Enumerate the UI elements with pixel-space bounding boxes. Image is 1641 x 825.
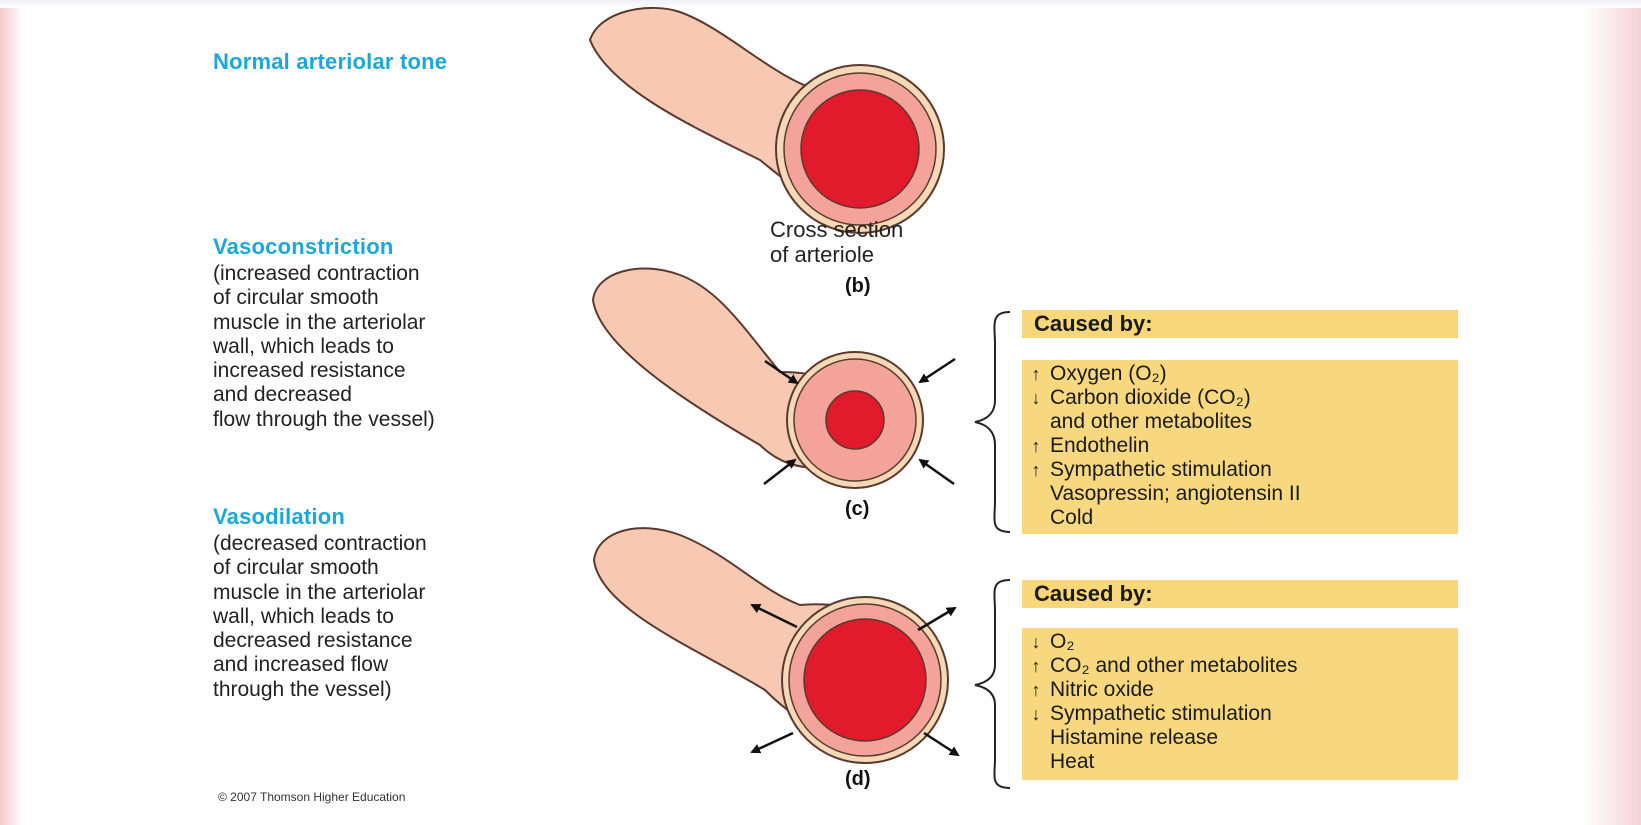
constriction-causes-title: Caused by: [1022,310,1458,338]
cause-text: Histamine release [1050,726,1218,750]
cause-direction-arrow: ↑ [1022,458,1050,482]
cause-text: CO₂ and other metabolites [1050,654,1297,678]
dilation-cause-item: ↓Sympathetic stimulation [1022,702,1272,726]
constricted-arteriole [593,268,955,488]
constriction-cause-item: Vasopressin; angiotensin II [1022,482,1301,506]
dilation-cause-item: Histamine release [1022,726,1218,750]
cause-text: Oxygen (O₂) [1050,362,1167,386]
inward-arrow-icon [920,359,955,382]
cause-text: Cold [1050,506,1093,530]
cause-text: Vasopressin; angiotensin II [1050,482,1301,506]
constriction-cause-item: ↓Carbon dioxide (CO₂) [1022,386,1251,410]
outward-arrow-icon [752,733,793,752]
copyright-notice: © 2007 Thomson Higher Education [218,790,405,804]
constriction-cause-item: Cold [1022,506,1093,530]
dilation-cause-item: ↓O₂ [1022,630,1075,654]
constriction-causes-box: ↑Oxygen (O₂) ↓Carbon dioxide (CO₂) and o… [1022,360,1458,534]
dilated-arteriole [594,528,958,763]
cause-text: Heat [1050,750,1094,774]
constriction-cause-item: and other metabolites [1022,410,1252,434]
cause-direction-arrow: ↓ [1022,630,1050,654]
cause-direction-arrow: ↑ [1022,434,1050,458]
cause-text: Sympathetic stimulation [1050,458,1272,482]
outward-arrow-icon [924,733,958,755]
constriction-cause-item: ↑Oxygen (O₂) [1022,362,1167,386]
cause-text: Sympathetic stimulation [1050,702,1272,726]
brace-icon [975,580,1010,788]
cross-section-caption: Cross section of arteriole [770,217,903,267]
normal-tone-heading: Normal arteriolar tone [213,49,447,75]
brace-icon [975,312,1010,532]
dilation-causes-box: ↓O₂ ↑CO₂ and other metabolites ↑Nitric o… [1022,628,1458,780]
constriction-cause-item: ↑Sympathetic stimulation [1022,458,1272,482]
vasoconstriction-heading: Vasoconstriction [213,234,393,260]
cause-text: Carbon dioxide (CO₂) [1050,386,1251,410]
vasodilation-heading: Vasodilation [213,504,345,530]
vasodilation-description: (decreased contraction of circular smoot… [213,532,427,702]
cause-direction-arrow: ↑ [1022,362,1050,386]
cause-text: Nitric oxide [1050,678,1154,702]
outward-arrow-icon [918,608,955,630]
dilated-lumen [804,619,926,741]
cause-direction-arrow: ↓ [1022,386,1050,410]
cause-text: O₂ [1050,630,1075,654]
inward-arrow-icon [764,460,795,484]
cause-text: and other metabolites [1050,410,1252,434]
cause-direction-arrow: ↑ [1022,654,1050,678]
normal-arteriole [590,8,944,233]
figure-label-b: (b) [845,275,871,298]
dilation-cause-item: ↑Nitric oxide [1022,678,1154,702]
inward-arrow-icon [920,460,954,484]
constriction-cause-item: ↑Endothelin [1022,434,1149,458]
cause-direction-arrow: ↓ [1022,702,1050,726]
figure-label-c: (c) [845,498,869,521]
dilation-cause-item: ↑CO₂ and other metabolites [1022,654,1297,678]
dilation-causes-title: Caused by: [1022,580,1458,608]
cause-direction-arrow: ↑ [1022,678,1050,702]
normal-lumen [801,90,919,208]
dilation-cause-item: Heat [1022,750,1094,774]
cause-text: Endothelin [1050,434,1149,458]
figure-label-d: (d) [845,768,871,791]
constricted-lumen [826,391,884,449]
vasoconstriction-description: (increased contraction of circular smoot… [213,262,435,432]
